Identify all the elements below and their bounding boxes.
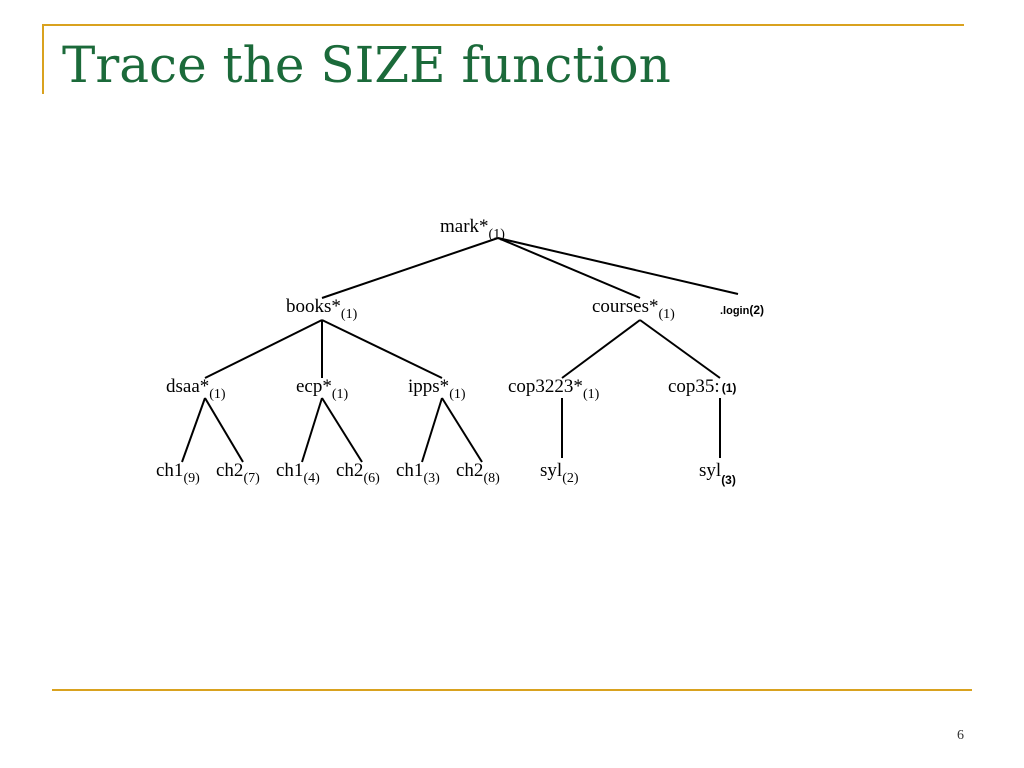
node-cop3530-name: cop35:: [668, 376, 720, 397]
node-cop3223-syl: syl(2): [540, 460, 579, 486]
node-courses-count: (1): [658, 307, 675, 322]
edge-courses-cop3223: [561, 319, 641, 379]
edge-courses-cop3530: [639, 319, 721, 379]
node-ecp-ch2-count: (6): [363, 471, 380, 486]
edge-books-ipps: [321, 319, 443, 379]
tree-edges: [181, 237, 739, 463]
node-ecp: ecp*(1): [296, 376, 349, 402]
node-mark-name: mark*: [440, 216, 489, 237]
node-ecp-ch1-count: (4): [303, 471, 320, 486]
node-cop3223-name: cop3223*: [508, 376, 583, 397]
node-ipps-ch1-count: (3): [423, 471, 440, 486]
node-cop3530: cop35:(1): [668, 376, 736, 397]
node-login-count: (2): [749, 303, 764, 317]
node-ecp-ch2: ch2(6): [336, 460, 380, 486]
node-ecp-ch1: ch1(4): [276, 460, 320, 486]
edge-dsaa-ch2: [204, 397, 244, 463]
node-mark-count: (1): [489, 227, 506, 242]
edge-ecp-ch1: [301, 397, 323, 463]
edge-ipps-ch1: [421, 397, 443, 463]
node-cop3530-syl-count: (3): [721, 473, 736, 487]
node-ipps-ch2-count: (8): [483, 471, 500, 486]
node-ecp-ch1-name: ch1: [276, 460, 303, 481]
node-cop3223-syl-name: syl: [540, 460, 562, 481]
edge-mark-courses: [497, 237, 641, 299]
node-books: books*(1): [286, 296, 358, 322]
node-cop3223-count: (1): [583, 387, 600, 402]
node-courses-name: courses*: [592, 296, 658, 317]
title-frame-left-rule: [42, 24, 44, 94]
edge-mark-books: [321, 237, 499, 299]
node-ipps-ch2: ch2(8): [456, 460, 500, 486]
node-dsaa-name: dsaa*: [166, 376, 209, 397]
node-ipps-count: (1): [449, 387, 466, 402]
node-books-name: books*: [286, 296, 341, 317]
node-ipps-name: ipps*: [408, 376, 449, 397]
node-dsaa: dsaa*(1): [166, 376, 226, 402]
tree-nodes: mark*(1) books*(1) courses*(1) .login(2)…: [156, 216, 764, 487]
node-dsaa-ch1-name: ch1: [156, 460, 183, 481]
node-ipps: ipps*(1): [408, 376, 466, 402]
node-books-count: (1): [341, 307, 358, 322]
edge-ecp-ch2: [321, 397, 363, 463]
node-dsaa-ch1: ch1(9): [156, 460, 200, 486]
node-ecp-count: (1): [332, 387, 349, 402]
node-dsaa-count: (1): [209, 387, 226, 402]
node-dsaa-ch2: ch2(7): [216, 460, 260, 486]
node-ipps-ch1-name: ch1: [396, 460, 423, 481]
node-cop3223-syl-count: (2): [562, 471, 579, 486]
node-dsaa-ch2-count: (7): [243, 471, 260, 486]
node-ecp-ch2-name: ch2: [336, 460, 363, 481]
node-cop3223: cop3223*(1): [508, 376, 600, 402]
edge-mark-login: [497, 237, 739, 295]
node-ipps-ch1: ch1(3): [396, 460, 440, 486]
footer-rule: [52, 689, 972, 691]
node-ecp-name: ecp*: [296, 376, 332, 397]
node-cop3530-syl: syl(3): [699, 460, 736, 487]
page-number: 6: [957, 728, 964, 743]
node-login-name: .login: [720, 305, 750, 317]
node-mark: mark*(1): [440, 216, 505, 242]
node-dsaa-ch1-count: (9): [183, 471, 200, 486]
slide-title: Trace the SIZE function: [62, 36, 671, 94]
title-frame-top-rule: [42, 24, 964, 26]
node-courses: courses*(1): [592, 296, 675, 322]
edge-ipps-ch2: [441, 397, 483, 463]
edge-books-dsaa: [204, 319, 323, 379]
node-dsaa-ch2-name: ch2: [216, 460, 243, 481]
edge-dsaa-ch1: [181, 397, 206, 463]
node-login: .login(2): [720, 303, 764, 317]
node-cop3530-count: (1): [722, 381, 737, 395]
node-ipps-ch2-name: ch2: [456, 460, 483, 481]
node-cop3530-syl-name: syl: [699, 460, 721, 481]
